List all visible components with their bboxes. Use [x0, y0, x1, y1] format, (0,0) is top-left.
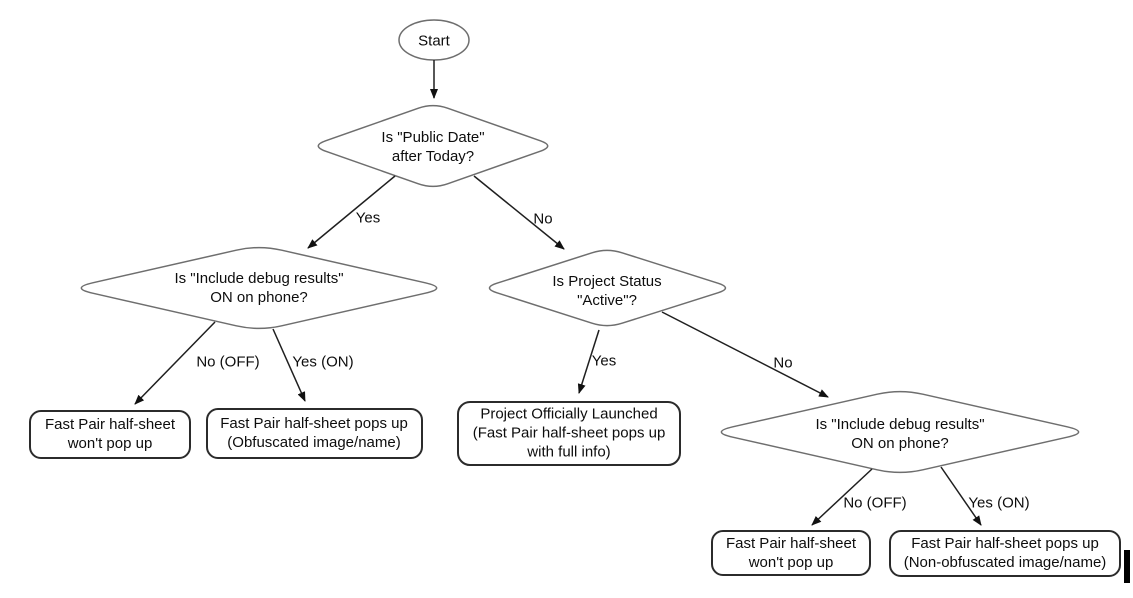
decision-debug-right-label: Is "Include debug results" ON on phone?: [815, 416, 985, 452]
arrow-public-date-yes: [307, 175, 396, 249]
decision-debug-left-label: Is "Include debug results" ON on phone?: [174, 270, 344, 306]
edge-label-public-date-yes: Yes: [355, 209, 381, 227]
arrow-debug-right-no: [811, 468, 873, 526]
edge-label-public-date-no: No: [533, 210, 553, 228]
result-no-popup-left-label: Fast Pair half-sheet won't pop up: [44, 416, 176, 452]
arrow-project-status-yes: [577, 329, 600, 394]
result-no-popup-left-shape: [29, 410, 191, 459]
result-non-obfuscated-label: Fast Pair half-sheet pops up (Non-obfusc…: [903, 535, 1107, 571]
arrow-project-status-no: [661, 311, 829, 398]
edge-label-debug-right-yes: Yes (ON): [968, 494, 1030, 512]
edge-label-project-status-no: No: [773, 354, 793, 372]
result-launched-shape: [457, 401, 681, 466]
text-cursor-artifact: [1124, 550, 1130, 583]
edge-label-debug-left-yes: Yes (ON): [292, 353, 354, 371]
decision-project-status-label: Is Project Status "Active"?: [552, 273, 662, 309]
result-obfuscated-label: Fast Pair half-sheet pops up (Obfuscated…: [220, 415, 408, 451]
arrow-debug-left-no: [134, 321, 216, 405]
decision-project-status-shape: [488, 249, 727, 327]
result-launched-label: Project Officially Launched (Fast Pair h…: [472, 405, 666, 461]
edge-label-debug-right-no: No (OFF): [843, 494, 907, 512]
start-node-label: Start: [418, 32, 450, 50]
edge-label-project-status-yes: Yes: [591, 352, 617, 370]
edge-label-debug-left-no: No (OFF): [196, 353, 260, 371]
decision-public-date-label: Is "Public Date" after Today?: [381, 129, 485, 165]
result-no-popup-right-shape: [711, 530, 871, 576]
arrow-debug-left-yes: [272, 328, 306, 402]
decision-public-date-shape: [317, 104, 549, 188]
arrow-debug-right-yes: [940, 466, 982, 526]
decision-debug-left-shape: [80, 246, 438, 330]
arrow-public-date-no: [473, 175, 565, 250]
result-obfuscated-shape: [206, 408, 423, 459]
decision-debug-right-shape: [720, 390, 1080, 474]
result-non-obfuscated-shape: [889, 530, 1121, 577]
result-no-popup-right-label: Fast Pair half-sheet won't pop up: [725, 535, 857, 571]
